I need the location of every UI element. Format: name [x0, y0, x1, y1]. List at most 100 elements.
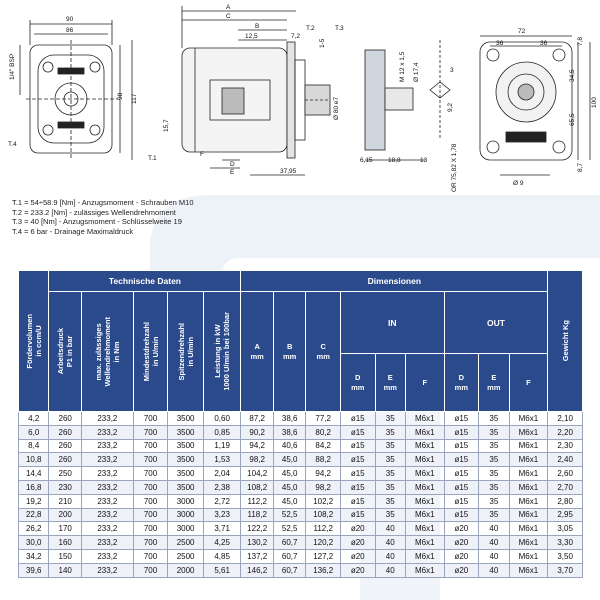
table-cell: 2,72 — [202, 493, 242, 509]
table-cell: 200 — [48, 507, 82, 523]
table-cell: 30,0 — [17, 535, 50, 550]
table-cell: 136,2 — [305, 562, 341, 578]
table-cell: M6x1 — [508, 411, 549, 426]
table-cell: 2000 — [167, 562, 204, 578]
header-weight: Gewicht Kg — [547, 270, 583, 412]
note-t4: T.4 = 6 bar - Drainage Maximaldruck — [12, 226, 134, 236]
table-cell: 8,4 — [17, 438, 50, 454]
table-cell: ø15 — [339, 493, 376, 509]
table-cell: ø20 — [339, 562, 376, 578]
table-cell: 40 — [374, 548, 406, 564]
table-cell: 2500 — [167, 548, 204, 564]
table-cell: M6x1 — [404, 424, 445, 440]
note-t1: T.1 = 54÷58.9 [Nm] - Anzugsmoment - Schr… — [12, 198, 194, 207]
table-cell: 2,10 — [547, 411, 583, 426]
group-dimensions: Dimensionen — [240, 270, 549, 292]
dim-E: E — [230, 169, 235, 176]
table-cell: 0,85 — [202, 424, 242, 440]
table-cell: 260 — [48, 411, 82, 426]
table-cell: 210 — [48, 493, 82, 509]
table-cell: M6x1 — [404, 562, 445, 578]
table-cell: 1,53 — [202, 452, 242, 468]
table-cell: 2,70 — [547, 479, 583, 495]
header-F-in: F — [404, 353, 445, 412]
header-D-in: D mm — [339, 353, 376, 412]
table-cell: 35 — [478, 507, 510, 523]
dim-6-15: 6,15 — [360, 157, 373, 164]
header-min-speed: Mindestdrehzahl in U/min — [132, 291, 169, 412]
table-cell: ø20 — [443, 535, 480, 550]
table-cell: 3,05 — [547, 521, 583, 537]
table-cell: 102,2 — [305, 493, 341, 509]
table-cell: ø15 — [339, 479, 376, 495]
table-cell: M6x1 — [508, 466, 549, 481]
dim-3: 3 — [450, 67, 454, 74]
table-cell: 35 — [374, 493, 406, 509]
table-cell: 3000 — [167, 507, 204, 523]
dim-36-left: 36 — [496, 40, 504, 47]
table-cell: 700 — [132, 438, 169, 454]
t2-label: T.2 — [306, 25, 315, 32]
t4-label: T.4 — [8, 141, 17, 148]
table-cell: ø15 — [443, 466, 480, 481]
table-cell: 700 — [132, 535, 169, 550]
table-cell: M6x1 — [404, 466, 445, 481]
dim-86: 86 — [66, 27, 74, 34]
t1-label: T.1 — [148, 155, 157, 162]
table-cell: 77,2 — [305, 411, 341, 426]
dim-m12: M 12 x 1,5 — [399, 51, 406, 82]
table-cell: 260 — [48, 452, 82, 468]
dim-C: C — [226, 13, 231, 20]
table-cell: ø15 — [339, 452, 376, 468]
table-cell: 2,80 — [547, 493, 583, 509]
table-cell: 170 — [48, 521, 82, 537]
table-cell: 108,2 — [240, 479, 274, 495]
header-power: Leistung in kW 1000 U/min bei 100bar — [202, 291, 242, 412]
torque-notes: T.1 = 54÷58.9 [Nm] - Anzugsmoment - Schr… — [12, 198, 194, 236]
table-cell: 108,2 — [305, 507, 341, 523]
table-cell: 94,2 — [240, 438, 274, 454]
table-cell: 3500 — [167, 452, 204, 468]
table-cell: 40 — [478, 548, 510, 564]
table-cell: 60,7 — [272, 562, 307, 578]
header-F-out: F — [508, 353, 549, 412]
table-cell: 2,95 — [547, 507, 583, 523]
header-A: A mm — [240, 291, 274, 412]
technical-drawing: 90 86 98 117 1/4" BSP T.4 A C B 12,5 7,2… — [8, 4, 598, 192]
header-D-out: D mm — [443, 353, 480, 412]
table-cell: ø15 — [339, 438, 376, 454]
table-cell: 40 — [374, 535, 406, 550]
table-cell: 0,60 — [202, 411, 242, 426]
table-cell: 88,2 — [305, 452, 341, 468]
header-E-out: E mm — [478, 353, 510, 412]
table-cell: 19,2 — [17, 493, 50, 509]
table-cell: 2,38 — [202, 479, 242, 495]
table-cell: 3500 — [167, 438, 204, 454]
table-cell: ø15 — [443, 493, 480, 509]
table-cell: 3,30 — [547, 535, 583, 550]
table-cell: 700 — [132, 562, 169, 578]
dim-13: 13 — [420, 157, 428, 164]
header-pressure: Arbeitsdruck P1 in bar — [48, 291, 82, 412]
table-cell: M6x1 — [404, 507, 445, 523]
table-cell: M6x1 — [508, 507, 549, 523]
table-cell: ø15 — [339, 424, 376, 440]
table-cell: ø15 — [339, 507, 376, 523]
table-cell: 700 — [132, 521, 169, 537]
dim-8-7: 8,7 — [577, 163, 584, 172]
table-cell: 98,2 — [240, 452, 274, 468]
table-cell: 2,04 — [202, 466, 242, 481]
header-C: C mm — [305, 291, 341, 412]
table-cell: 90,2 — [240, 424, 274, 440]
table-cell: 6,0 — [17, 424, 50, 440]
table-cell: 80,2 — [305, 424, 341, 440]
dim-117: 117 — [131, 93, 138, 104]
table-cell: 35 — [374, 411, 406, 426]
table-cell: 3500 — [167, 424, 204, 440]
table-cell: 4,85 — [202, 548, 242, 564]
table-cell: M6x1 — [404, 521, 445, 537]
table-cell: 4,2 — [17, 411, 50, 426]
table-cell: 233,2 — [80, 493, 134, 509]
table-cell: 87,2 — [240, 411, 274, 426]
